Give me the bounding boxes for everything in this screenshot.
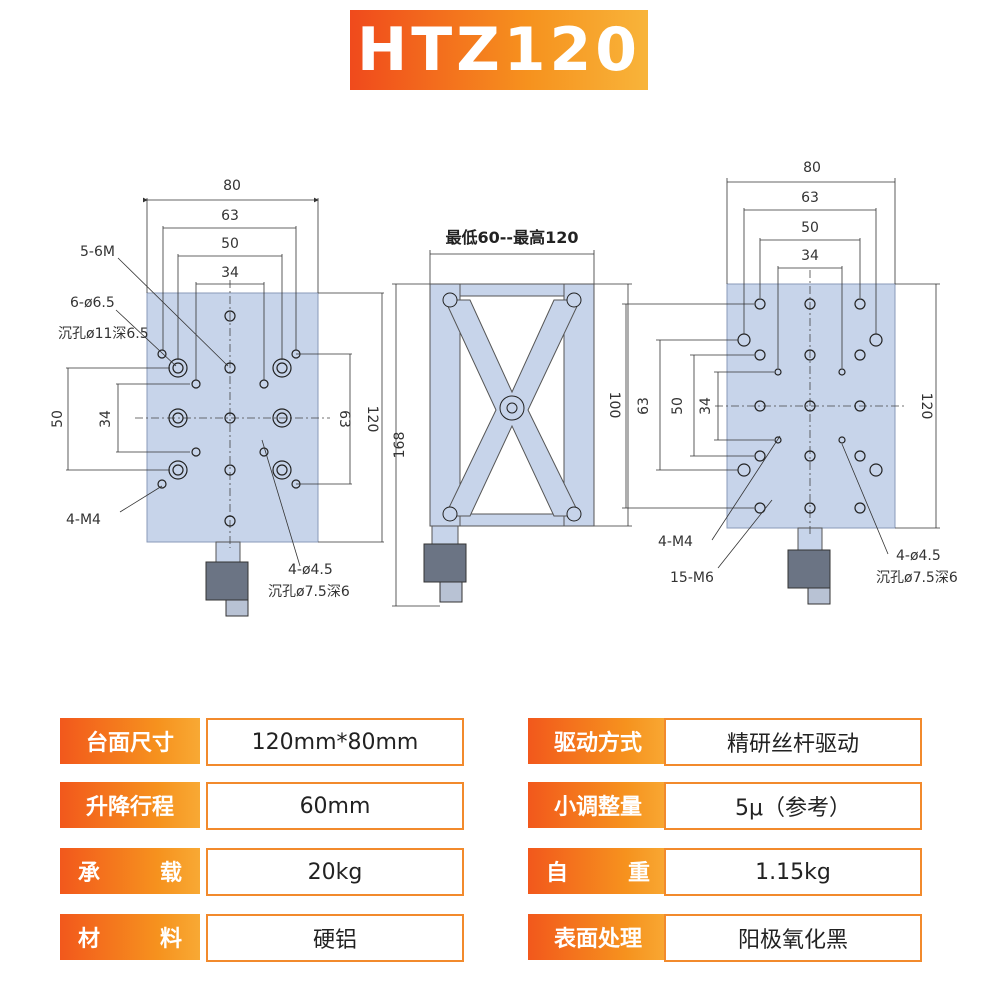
middle-dim-168: 168 (392, 432, 408, 459)
left-dim-v34: 34 (98, 410, 114, 428)
right-dim-v120: 120 (918, 393, 934, 420)
middle-dim-100: 100 (606, 392, 622, 419)
callout-right-4-d4-5: 4-ø4.5 (896, 548, 941, 564)
spec-value: 阳极氧化黑 (664, 914, 922, 962)
height-range: 最低60--最高120 (446, 228, 579, 247)
left-dim-v63: 63 (336, 410, 352, 428)
right-dim-v34: 34 (698, 397, 714, 415)
right-dim-34: 34 (801, 248, 819, 264)
spec-value: 120mm*80mm (206, 718, 464, 766)
left-dim-34: 34 (221, 265, 239, 281)
spec-label: 台面尺寸 (60, 718, 200, 764)
callout-5-6m: 5-6M (80, 244, 115, 260)
callout-counterbore-11: 沉孔ø11深6.5 (58, 326, 149, 342)
spec-label: 自重 (528, 848, 668, 894)
right-dim-63: 63 (801, 190, 819, 206)
callout-4-m4: 4-M4 (66, 512, 101, 528)
spec-value: 20kg (206, 848, 464, 896)
spec-row-3: 承载 20kg 自重 1.15kg (60, 846, 922, 896)
left-view: 80 63 50 34 50 34 63 120 5-6M 6-ø6.5 沉孔ø… (50, 178, 384, 617)
spec-value: 精研丝杆驱动 (664, 718, 922, 766)
callout-counterbore-7-5: 沉孔ø7.5深6 (268, 584, 350, 600)
callout-4-d4-5: 4-ø4.5 (288, 562, 333, 578)
spec-label: 小调整量 (528, 782, 668, 828)
spec-label: 表面处理 (528, 914, 668, 960)
callout-right-counterbore: 沉孔ø7.5深6 (876, 570, 958, 586)
right-dim-50: 50 (801, 220, 819, 236)
spec-value: 60mm (206, 782, 464, 830)
right-dim-80: 80 (803, 160, 821, 176)
left-dim-v120: 120 (364, 406, 380, 433)
spec-label: 驱动方式 (528, 718, 668, 764)
spec-label: 升降行程 (60, 782, 200, 828)
spec-value: 硬铝 (206, 914, 464, 962)
spec-label: 承载 (60, 848, 200, 894)
spec-row-2: 升降行程 60mm 小调整量 5μ（参考） (60, 780, 922, 830)
spec-row-1: 台面尺寸 120mm*80mm 驱动方式 精研丝杆驱动 (60, 716, 922, 766)
product-title: HTZ120 (357, 15, 641, 85)
right-dim-v50: 50 (670, 397, 686, 415)
title-banner: HTZ120 (350, 10, 648, 90)
middle-view: 最低60--最高120 168 100 (392, 228, 632, 607)
left-dim-63: 63 (221, 208, 239, 224)
callout-6-d6-5: 6-ø6.5 (70, 295, 115, 311)
spec-row-4: 材料 硬铝 表面处理 阳极氧化黑 (60, 912, 922, 962)
left-dim-v50: 50 (50, 410, 66, 428)
callout-right-15-m6: 15-M6 (670, 570, 714, 586)
technical-drawing: 80 63 50 34 50 34 63 120 5-6M 6-ø6.5 沉孔ø… (50, 160, 958, 617)
callout-right-4-m4: 4-M4 (658, 534, 693, 550)
right-view: 80 63 50 34 63 50 34 120 4-M4 15-M6 4-ø4… (622, 160, 958, 605)
spec-value: 1.15kg (664, 848, 922, 896)
spec-label: 材料 (60, 914, 200, 960)
spec-value: 5μ（参考） (664, 782, 922, 830)
left-dim-50: 50 (221, 236, 239, 252)
right-dim-v63: 63 (636, 397, 652, 415)
left-dim-80: 80 (223, 178, 241, 194)
